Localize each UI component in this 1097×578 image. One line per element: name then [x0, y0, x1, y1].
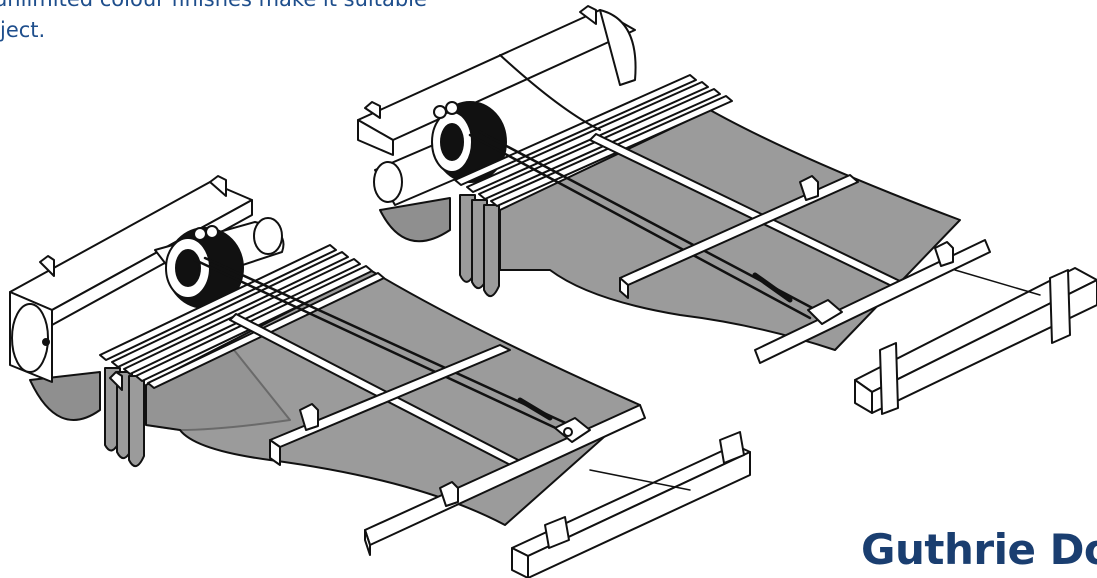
folded-fabric-panels [379, 194, 500, 297]
right-awning-unit [357, 5, 1097, 415]
left-brackets [299, 397, 591, 507]
left-awning-unit [9, 175, 751, 578]
right-guide-rails [454, 54, 907, 320]
right-motor-coil [431, 101, 507, 183]
folded-fabric-panels [29, 367, 145, 467]
brand-wordmark: Guthrie Do [861, 525, 1097, 574]
left-front-bar [511, 431, 751, 578]
right-front-bar [854, 267, 1097, 415]
intro-line-2: ject. [0, 18, 46, 42]
intro-line-1: unlimited colour finishes make it suitab… [0, 0, 560, 15]
left-guide-rails [99, 244, 572, 471]
right-cross-bars [619, 174, 991, 364]
intro-text: unlimited colour finishes make it suitab… [0, 0, 560, 46]
left-motor-coil [165, 225, 244, 309]
right-housing [357, 5, 637, 156]
fabric-fold-shadow [145, 344, 291, 431]
right-brackets [752, 175, 954, 325]
